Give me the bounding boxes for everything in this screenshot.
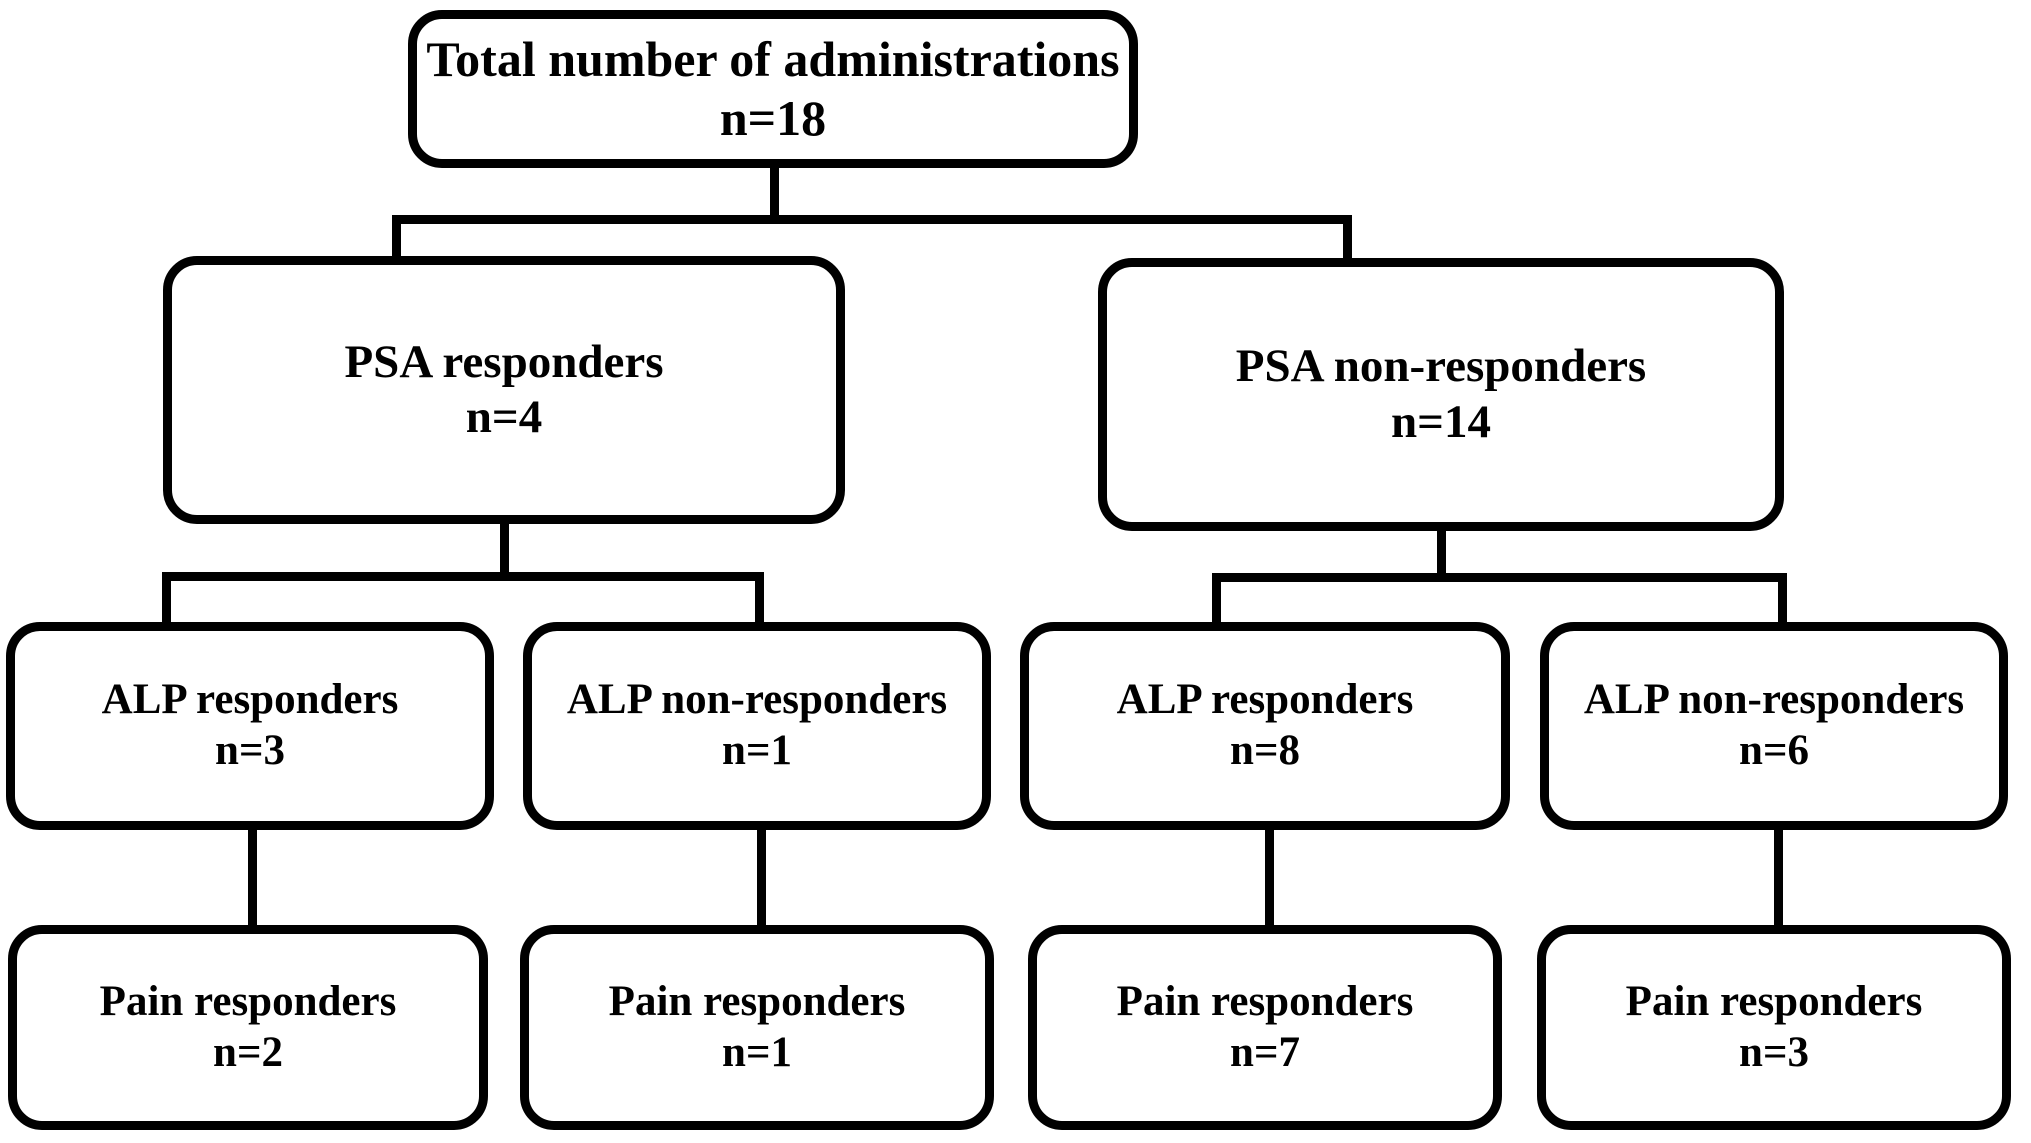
node-label: Pain responders [99, 977, 397, 1025]
node-alp-responders-1[interactable]: ALP responders n=3 [6, 622, 494, 830]
node-alp-non-responders-2[interactable]: ALP non-responders n=6 [1540, 622, 2008, 830]
edge-psa-responders-stem [500, 523, 509, 579]
node-count: n=3 [1739, 1028, 1809, 1076]
node-alp-non-responders-1[interactable]: ALP non-responders n=1 [523, 622, 991, 830]
node-count: n=7 [1230, 1028, 1300, 1076]
node-pain-responders-2[interactable]: Pain responders n=1 [520, 925, 994, 1130]
edge-root-stem [770, 165, 779, 220]
node-label: ALP non-responders [566, 676, 948, 724]
node-label: Pain responders [1625, 977, 1923, 1025]
node-pain-responders-1[interactable]: Pain responders n=2 [8, 925, 488, 1130]
edge-psa-responders-bus [162, 572, 764, 581]
node-label: ALP responders [1116, 676, 1414, 724]
edge-psa-responders-to-alp-non-responders-1 [755, 572, 764, 624]
node-alp-responders-2[interactable]: ALP responders n=8 [1020, 622, 1510, 830]
node-label: PSA responders [344, 335, 664, 388]
node-pain-responders-3[interactable]: Pain responders n=7 [1028, 925, 1502, 1130]
node-pain-responders-4[interactable]: Pain responders n=3 [1537, 925, 2011, 1130]
edge-alp-non-responders-2-to-pain-responders-4 [1774, 828, 1783, 926]
edge-alp-non-responders-1-to-pain-responders-2 [757, 828, 766, 926]
node-count: n=2 [213, 1028, 283, 1076]
node-psa-non-responders[interactable]: PSA non-responders n=14 [1098, 258, 1784, 531]
edge-psa-non-responders-to-alp-responders-2 [1212, 573, 1221, 625]
node-count: n=3 [215, 727, 285, 774]
node-label: ALP non-responders [1583, 676, 1965, 724]
edge-psa-responders-to-alp-responders-1 [162, 572, 171, 624]
node-count: n=14 [1391, 395, 1491, 448]
node-count: n=8 [1230, 727, 1300, 774]
node-total-administrations[interactable]: Total number of administrations n=18 [408, 10, 1138, 168]
node-count: n=6 [1739, 727, 1809, 774]
node-count: n=18 [719, 90, 827, 146]
node-label: PSA non-responders [1235, 340, 1647, 393]
node-label: Pain responders [608, 977, 906, 1025]
edge-root-bus [392, 215, 1352, 224]
edge-psa-non-responders-bus [1212, 573, 1787, 582]
edge-psa-non-responders-stem [1437, 530, 1446, 580]
edge-alp-responders-2-to-pain-responders-3 [1265, 828, 1274, 926]
node-label: Pain responders [1116, 977, 1414, 1025]
node-count: n=1 [722, 727, 792, 774]
node-count: n=1 [722, 1028, 792, 1076]
node-count: n=4 [465, 391, 543, 443]
edge-psa-non-responders-to-alp-non-responders-2 [1778, 573, 1787, 625]
edge-root-to-psa-responders [392, 215, 401, 261]
edge-root-to-psa-non-responders [1343, 215, 1352, 263]
node-psa-responders[interactable]: PSA responders n=4 [163, 256, 845, 524]
node-label: Total number of administrations [426, 31, 1120, 87]
edge-alp-responders-1-to-pain-responders-1 [248, 828, 257, 926]
node-label: ALP responders [101, 676, 399, 724]
